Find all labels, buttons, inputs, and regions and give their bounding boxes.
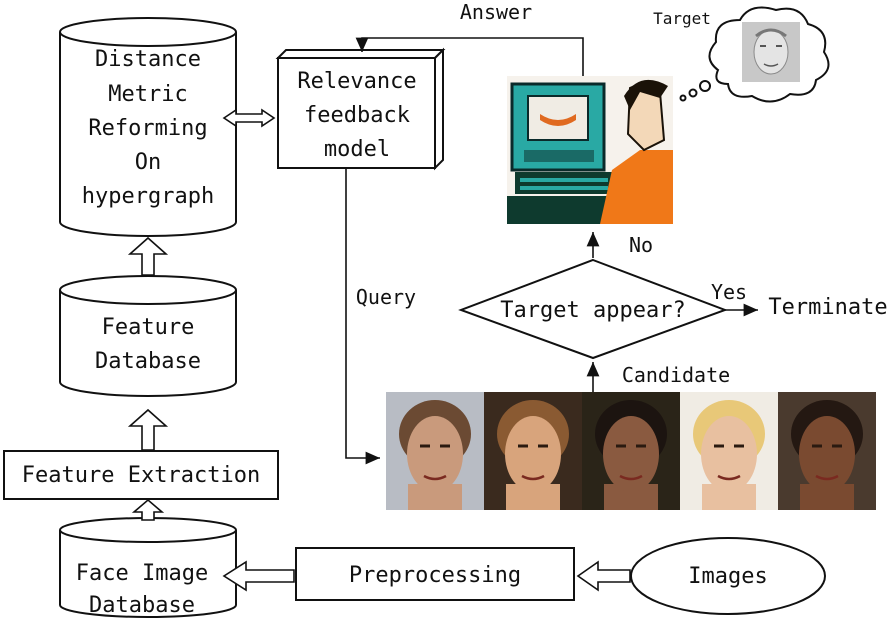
query-arrow [345,168,380,465]
candidate-label: Candidate [622,363,730,387]
candidate-face-2 [484,392,582,510]
face-image-database-cylinder: Face Image Database [59,517,237,618]
answer-arrow [355,37,584,76]
feature-database-cylinder: Feature Database [59,275,237,397]
feature-database-line-2: Database [95,349,201,374]
query-label: Query [356,285,416,309]
hollow-double-arrow-metric-relevance [222,108,276,128]
hollow-arrow-preprocessing-to-faceimg [222,560,295,592]
candidate-face-3 [582,392,680,510]
hollow-arrow-extraction-to-featuredb [127,408,169,451]
decision-diamond: Target appear? [458,258,728,360]
terminate-label: Terminate [768,295,887,320]
user-at-computer-illustration [507,76,673,224]
preprocessing-label: Preprocessing [349,563,521,588]
distance-metric-line-5: hypergraph [82,184,214,209]
distance-metric-line-1: Distance [95,47,201,72]
relevance-feedback-box: Relevance feedback model [275,47,446,171]
target-label: Target [653,9,711,28]
hollow-arrow-images-to-preprocessing [576,560,631,592]
face-image-database-line-1: Face Image [76,561,208,586]
preprocessing-box: Preprocessing [295,547,575,601]
relevance-line-2: feedback [304,103,410,128]
hollow-arrow-featuredb-to-metric [127,236,169,276]
answer-label: Answer [460,0,532,24]
candidate-face-4 [680,392,778,510]
decision-label: Target appear? [500,298,685,323]
no-label: No [629,233,653,257]
images-label: Images [688,564,767,589]
feature-extraction-label: Feature Extraction [22,463,260,488]
distance-metric-line-2: Metric [108,82,187,107]
relevance-line-3: model [324,137,390,162]
yes-label: Yes [711,280,747,304]
candidate-face-1 [386,392,484,510]
feature-extraction-box: Feature Extraction [3,450,279,500]
target-thought-bubble: Target [653,6,830,103]
distance-metric-cylinder: Distance Metric Reforming On hypergraph [59,17,237,237]
hollow-arrow-faceimg-to-extraction [131,498,165,521]
distance-metric-line-3: Reforming [88,116,207,141]
distance-metric-line-4: On [135,150,162,175]
candidate-face-strip [386,392,876,510]
candidate-face-5 [778,392,876,510]
face-image-database-line-2: Database [89,593,195,618]
images-ellipse: Images [630,537,826,615]
relevance-line-1: Relevance [297,69,416,94]
feature-database-line-1: Feature [102,315,195,340]
